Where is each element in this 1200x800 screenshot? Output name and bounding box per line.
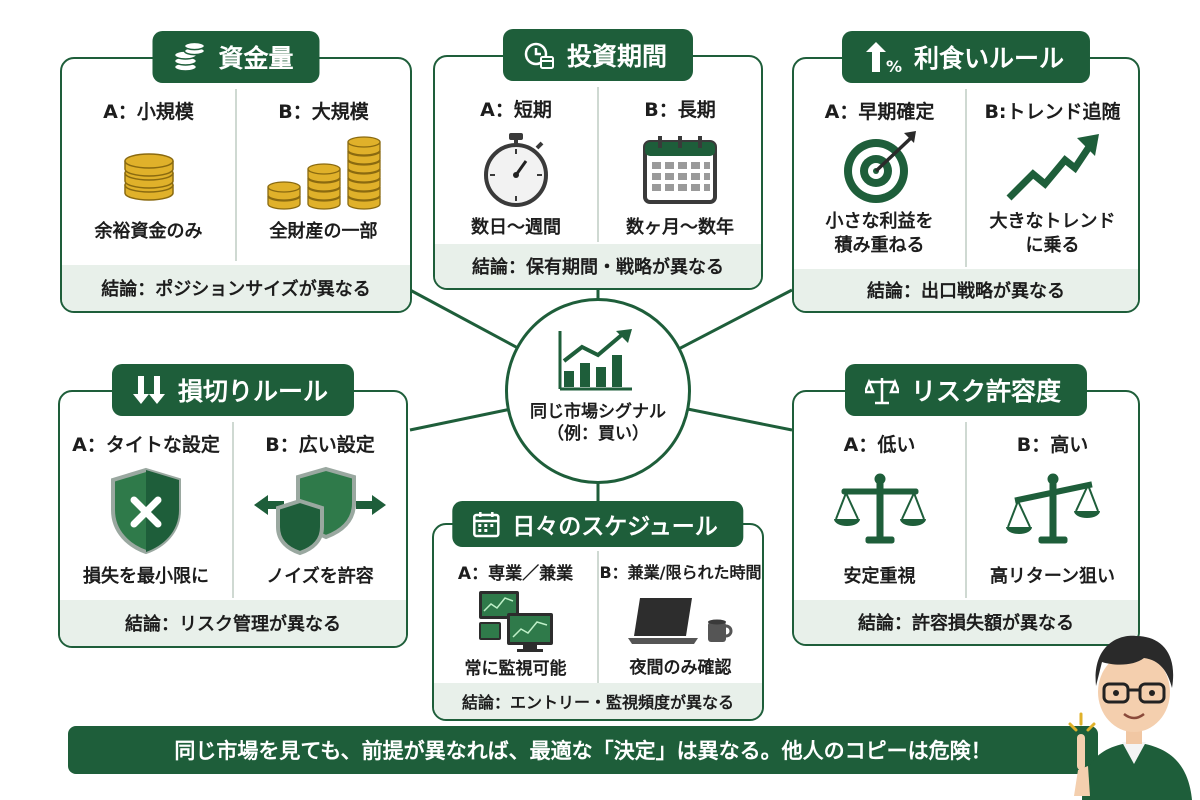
- balance-scale-icon: [864, 378, 899, 405]
- funds-option-b: B：大規模: [235, 89, 410, 261]
- wide-shields-icon: [254, 466, 386, 556]
- stoploss-option-a: A：タイトな設定 損失を最小限に: [60, 422, 232, 598]
- card-funds-title: 資金量: [218, 44, 294, 73]
- trend-up-arrow-icon: [1006, 134, 1099, 201]
- card-risk-title: リスク許容度: [910, 377, 1062, 406]
- multi-monitor-icon: [478, 591, 553, 652]
- up-arrow-percent-icon: %: [865, 42, 902, 74]
- card-schedule-header: 日々のスケジュール: [452, 501, 744, 547]
- period-conclusion: 結論：保有期間・戦略が異なる: [435, 244, 761, 288]
- card-risk: リスク許容度 A：低い: [792, 364, 1140, 646]
- card-period-title: 投資期間: [566, 42, 668, 71]
- laptop-coffee-icon: [627, 598, 732, 644]
- card-stoploss-header: 損切りルール: [111, 364, 355, 416]
- period-option-b-caption: 数ヶ月〜数年: [626, 217, 734, 238]
- risk-option-b-caption: 高リターン狙い: [989, 566, 1116, 587]
- clock-calendar-icon: [524, 42, 554, 69]
- profit-option-b-caption-1: 大きなトレンド: [989, 211, 1116, 232]
- card-stoploss: 損切りルール A：タイトな設定 損失を最小限に B：広い設定: [58, 364, 408, 648]
- funds-option-a: A：小規模 余裕資金のみ: [62, 89, 235, 261]
- coin-stack-icon: [173, 42, 206, 72]
- period-option-b: B：長期 数ヶ月〜数年: [597, 87, 761, 242]
- profit-conclusion: 結論：出口戦略が異なる: [794, 269, 1138, 311]
- schedule-option-a-caption: 常に監視可能: [464, 659, 567, 679]
- schedule-option-b-label: B：兼業/限られた時間: [599, 563, 762, 582]
- large-coin-stacks-icon: [266, 136, 381, 210]
- funds-option-b-label: B：大規模: [278, 101, 369, 123]
- balanced-scale-icon: [833, 473, 926, 544]
- period-option-a-label: A：短期: [480, 99, 552, 121]
- tilted-scale-icon: [1005, 473, 1100, 544]
- risk-option-a-label: A：低い: [843, 434, 916, 456]
- center-hub: 同じ市場シグナル （例：買い）: [505, 298, 691, 484]
- profit-option-a-label: A：早期確定: [824, 101, 935, 123]
- card-schedule: 日々のスケジュール A：専業／兼業 常に監視可能: [432, 501, 764, 721]
- stoploss-option-a-caption: 損失を最小限に: [83, 566, 209, 587]
- small-coin-stack-icon: [123, 153, 174, 201]
- presenter-avatar: [1068, 635, 1192, 800]
- profit-option-a: A：早期確定 小さな利益を 積み重ねる: [794, 89, 965, 267]
- card-period: 投資期間 A：短期 数日〜週間: [433, 29, 763, 290]
- card-stoploss-title: 損切りルール: [177, 377, 329, 406]
- schedule-option-a-label: A：専業／兼業: [457, 564, 574, 584]
- funds-option-a-caption: 余裕資金のみ: [94, 221, 203, 242]
- profit-option-b: B:トレンド追随 大きなトレンド に乗る: [965, 89, 1138, 267]
- schedule-option-b-caption: 夜間のみ確認: [629, 658, 732, 678]
- stoploss-conclusion: 結論：リスク管理が異なる: [60, 600, 406, 646]
- shield-x-icon: [111, 467, 181, 555]
- card-profit: % 利食いルール A：早期確定 小さな利益を 積み重ねる B:トレンド追随: [792, 31, 1140, 313]
- profit-option-a-caption-2: 積み重ねる: [834, 235, 925, 257]
- profit-option-b-label: B:トレンド追随: [984, 101, 1121, 123]
- profit-option-b-caption-2: に乗る: [1025, 235, 1080, 257]
- card-schedule-title: 日々のスケジュール: [512, 514, 718, 540]
- target-arrow-icon: [843, 131, 916, 203]
- risk-option-a: A：低い 安定重視: [794, 422, 965, 598]
- profit-option-a-caption-1: 小さな利益を: [825, 211, 934, 232]
- stoploss-option-a-label: A：タイトな設定: [72, 434, 220, 456]
- funds-conclusion: 結論：ポジションサイズが異なる: [62, 265, 410, 311]
- funds-option-a-label: A：小規模: [103, 101, 194, 123]
- bar-chart-up-icon: [558, 329, 632, 391]
- funds-option-b-caption: 全財産の一部: [269, 221, 378, 242]
- card-period-header: 投資期間: [502, 29, 694, 81]
- period-option-a-caption: 数日〜週間: [471, 217, 561, 238]
- stopwatch-icon: [484, 133, 548, 207]
- period-option-a: A：短期 数日〜週間: [435, 87, 597, 242]
- card-profit-header: % 利食いルール: [841, 31, 1091, 83]
- risk-conclusion: 結論：許容損失額が異なる: [794, 600, 1138, 644]
- card-risk-header: リスク許容度: [844, 364, 1088, 416]
- card-funds-header: 資金量: [152, 31, 320, 83]
- calendar-icon: [473, 512, 500, 538]
- calendar-grid-icon: [643, 136, 717, 204]
- schedule-option-b: B：兼業/限られた時間 夜間のみ確認: [597, 551, 762, 685]
- svg-text:%: %: [886, 57, 902, 74]
- summary-banner: 同じ市場を見ても、前提が異なれば、最適な「決定」は異なる。他人のコピーは危険！: [68, 726, 1098, 774]
- stoploss-option-b-caption: ノイズを許容: [266, 566, 374, 587]
- card-funds: 資金量 A：小規模 余裕資金のみ B：大規模: [60, 31, 412, 313]
- stoploss-option-b: B：広い設定 ノイズを許容: [232, 422, 406, 598]
- risk-option-b-label: B：高い: [1016, 434, 1089, 456]
- card-profit-title: 利食いルール: [913, 44, 1065, 73]
- risk-option-b: B：高い 高リターン狙い: [965, 422, 1138, 598]
- schedule-conclusion: 結論：エントリー・監視頻度が異なる: [434, 683, 762, 719]
- schedule-option-a: A：専業／兼業 常に監視可能: [434, 551, 597, 685]
- risk-option-a-caption: 安定重視: [843, 566, 916, 587]
- stoploss-option-b-label: B：広い設定: [265, 434, 375, 456]
- down-arrows-icon: [132, 376, 165, 404]
- center-subtitle: （例：買い）: [547, 424, 649, 445]
- period-option-b-label: B：長期: [644, 99, 716, 121]
- center-title: 同じ市場シグナル: [530, 402, 666, 422]
